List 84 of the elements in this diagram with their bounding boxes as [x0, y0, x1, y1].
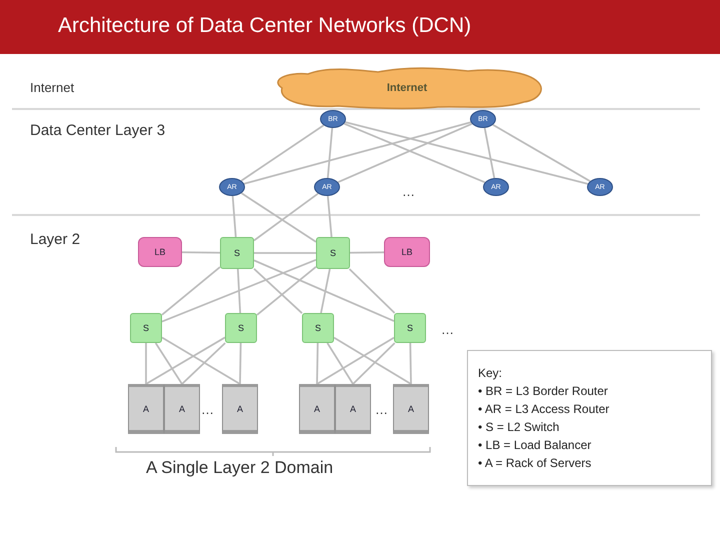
text-label: … [402, 184, 416, 200]
key-entry: • LB = Load Balancer [478, 437, 592, 454]
connector-line [162, 258, 316, 322]
connector-line [334, 336, 412, 385]
text-label: … [201, 402, 215, 418]
router-node [587, 178, 613, 196]
key-box [467, 350, 712, 486]
connector-line [316, 342, 319, 384]
text-label: … [375, 402, 389, 418]
connector-line [326, 128, 334, 178]
server-rack [393, 384, 429, 434]
node-label: A [142, 404, 149, 414]
connector-line [253, 268, 303, 314]
connector-line [344, 121, 588, 185]
connector-line [484, 128, 496, 178]
connector-line [181, 342, 226, 385]
key-entry: • S = L2 Switch [478, 419, 560, 436]
connector-line [244, 121, 472, 185]
server-rack [299, 384, 335, 434]
node-label: Internet [386, 82, 428, 94]
key-entry: • AR = L3 Access Router [478, 401, 610, 418]
node-label: A [314, 404, 320, 414]
switch-box [316, 237, 350, 269]
connector-line [162, 336, 240, 385]
connector-line [320, 268, 331, 314]
connector-line [348, 268, 396, 314]
router-node [320, 110, 346, 128]
connector-line [254, 260, 394, 322]
node-label: S [234, 248, 240, 258]
connector-line [146, 336, 226, 385]
node-label: A [236, 404, 243, 414]
text-label: Internet [30, 80, 76, 96]
switch-box [394, 313, 426, 343]
connector-line [409, 342, 412, 384]
connector-line [254, 252, 316, 254]
router-node [219, 178, 245, 196]
connector-line [326, 342, 354, 384]
connector-line [492, 124, 590, 182]
connector-line [240, 124, 324, 182]
node-label: LB [154, 247, 166, 257]
connector-line [239, 342, 242, 384]
switch-box [302, 313, 334, 343]
connector-line [240, 192, 316, 243]
connector-line [182, 251, 220, 254]
node-label: S [142, 323, 149, 333]
node-label: A [350, 404, 356, 414]
switch-box [225, 313, 257, 343]
slide-title: Architecture of Data Center Networks (DCN) [58, 14, 472, 38]
connector-line [232, 196, 237, 238]
connector-line [316, 336, 394, 385]
router-node [470, 110, 496, 128]
section-label: A Single Layer 2 Domain [146, 458, 334, 478]
connector-line [326, 196, 332, 238]
connector-line [253, 192, 319, 242]
connector-line [161, 266, 221, 316]
node-label: A [408, 404, 414, 414]
router-node [314, 178, 340, 196]
connector-line [236, 268, 242, 314]
node-label: S [330, 248, 336, 258]
node-label: S [406, 323, 413, 333]
connector-line [256, 266, 317, 316]
server-rack [222, 384, 258, 434]
connector-line [154, 342, 183, 384]
key-entry: • BR = L3 Border Router [478, 383, 608, 400]
router-node [483, 178, 509, 196]
node-label: A [178, 404, 185, 414]
switch-box [130, 313, 162, 343]
node-label: S [238, 323, 244, 333]
connector-line [145, 343, 147, 384]
server-rack [128, 384, 164, 434]
load-balancer-box [384, 237, 430, 267]
text-label: … [441, 322, 455, 338]
section-label: Data Center Layer 3 [30, 122, 166, 140]
node-label: S [314, 323, 321, 333]
server-rack [335, 384, 371, 434]
key-entry: • A = Rack of Servers [478, 455, 592, 472]
connector-line [352, 342, 396, 385]
load-balancer-box [138, 237, 182, 267]
server-rack [164, 384, 200, 434]
connector-line [350, 251, 384, 254]
key-entry: Key: [478, 365, 502, 382]
switch-box [220, 237, 254, 269]
node-label: LB [401, 247, 412, 257]
section-label: Layer 2 [30, 231, 82, 249]
